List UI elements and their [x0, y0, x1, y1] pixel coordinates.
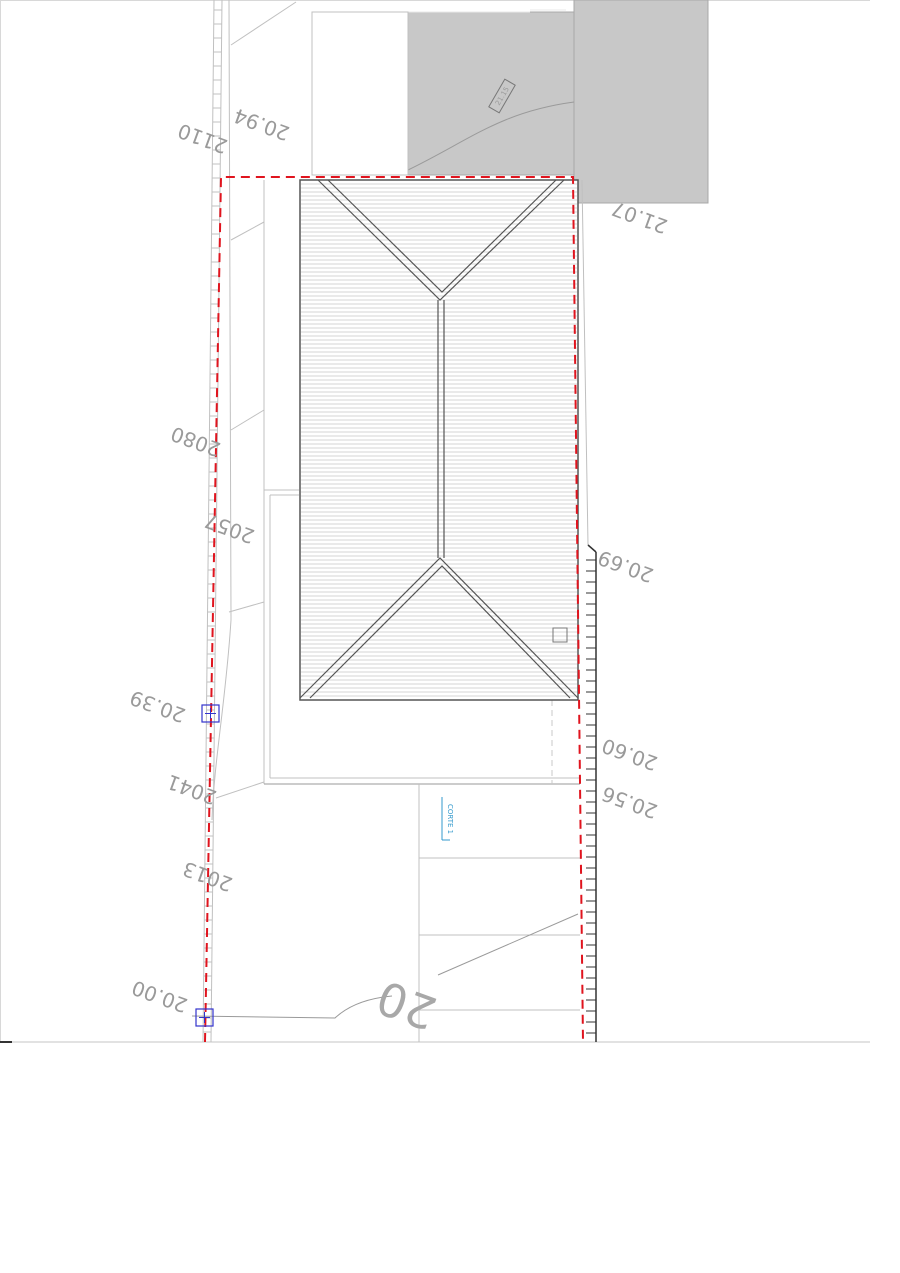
section-cut-marker: CORTE 1: [441, 797, 454, 841]
neighbor-building: [407, 0, 709, 204]
svg-text:CORTE 1: CORTE 1: [446, 804, 454, 834]
house-roof: [299, 179, 579, 701]
elevation-label: 20.60: [599, 734, 661, 776]
survey-marker: [195, 1008, 214, 1027]
elevation-label: 20.39: [127, 686, 189, 728]
roof-skylight: [552, 627, 568, 643]
elevation-label: 2057: [202, 509, 258, 549]
elevation-label: 20.00: [129, 976, 191, 1018]
elevation-label: 20.94: [231, 104, 293, 146]
property-boundary: [204, 176, 584, 1043]
elevation-label: 20.56: [599, 782, 661, 824]
survey-marker: [201, 704, 220, 723]
elevation-label: 20.69: [595, 546, 657, 588]
elevation-label: 2041: [164, 770, 220, 810]
street-edge: [202, 0, 297, 1043]
elevation-label: 2110: [175, 119, 231, 159]
contour-line: 20: [191, 913, 579, 1041]
retaining-wall: [586, 544, 597, 1042]
contour-label: 20: [370, 970, 443, 1041]
elevation-label: 2080: [168, 422, 224, 462]
